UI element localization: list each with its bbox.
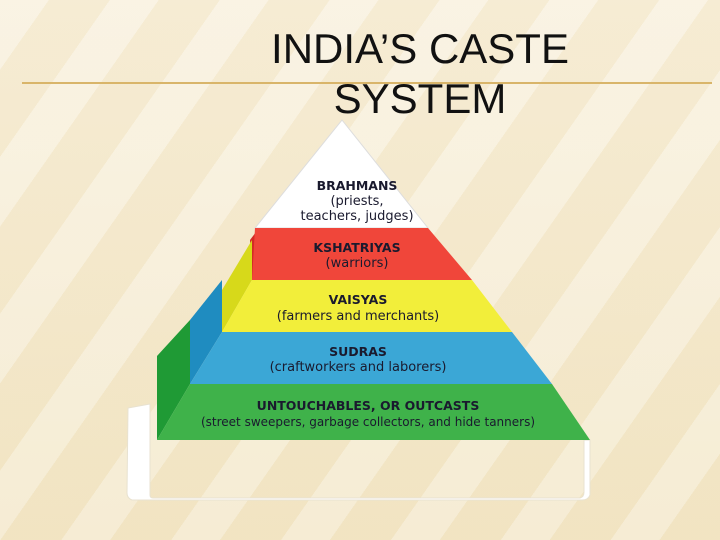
title-underline — [22, 82, 712, 84]
tier-brahmans-desc-2: teachers, judges) — [300, 209, 413, 224]
tier-sudras — [190, 332, 552, 384]
tier-brahmans-name: BRAHMANS — [317, 178, 398, 193]
tier-untouchables-name: UNTOUCHABLES, OR OUTCASTS — [257, 398, 480, 413]
tier-untouchables-desc: (street sweepers, garbage collectors, an… — [201, 415, 535, 429]
tier-vaisyas — [222, 280, 512, 332]
tier-kshatriyas-desc: (warriors) — [326, 256, 389, 271]
tier-vaisyas-desc: (farmers and merchants) — [277, 309, 440, 324]
side-face-sudras — [190, 280, 222, 384]
tier-sudras-desc: (craftworkers and laborers) — [270, 360, 447, 375]
tier-kshatriyas-name: KSHATRIYAS — [313, 240, 400, 255]
tier-untouchables — [157, 384, 590, 440]
tier-sudras-name: SUDRAS — [329, 344, 387, 359]
tier-kshatriyas — [252, 228, 472, 280]
tier-vaisyas-name: VAISYAS — [329, 292, 388, 307]
slide-title: INDIA’S CASTE SYSTEM — [230, 24, 610, 124]
tier-brahmans-desc-1: (priests, — [330, 194, 383, 209]
title-line-2: SYSTEM — [333, 75, 507, 122]
side-face-vaisyas — [222, 240, 252, 332]
title-line-1: INDIA’S CASTE — [271, 25, 569, 72]
side-face-untouchables — [157, 320, 190, 440]
